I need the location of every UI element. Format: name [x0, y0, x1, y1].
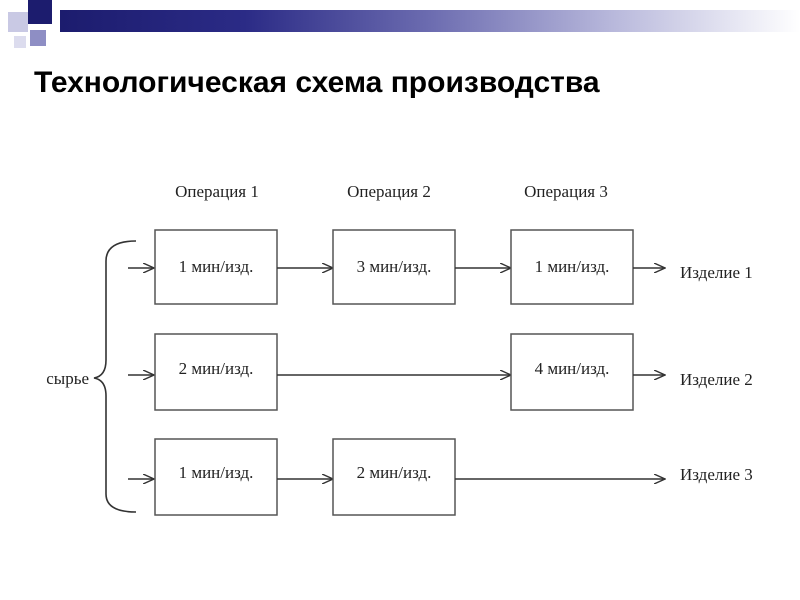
- raw-material-label: сырье: [46, 369, 89, 388]
- slide-title: Технологическая схема производства: [34, 66, 600, 99]
- header-square-light: [8, 12, 28, 32]
- raw-material-brace: [93, 240, 137, 513]
- product-label-row-1: Изделие 1: [680, 263, 753, 282]
- product-label-row-3: Изделие 3: [680, 465, 753, 484]
- op1-box-row-3: [154, 438, 278, 516]
- op3-time-row-1: 1 мин/изд.: [535, 257, 610, 276]
- op1-time-row-1: 1 мин/изд.: [179, 257, 254, 276]
- op1-box-row-1: [154, 229, 278, 305]
- operation-header-2: Операция 2: [347, 182, 431, 201]
- op1-time-row-2: 2 мин/изд.: [179, 359, 254, 378]
- op3-time-row-2: 4 мин/изд.: [535, 359, 610, 378]
- product-label-row-2: Изделие 2: [680, 370, 753, 389]
- operation-header-1: Операция 1: [175, 182, 259, 201]
- op1-box-row-2: [154, 333, 278, 411]
- op2-time-row-3: 2 мин/изд.: [357, 463, 432, 482]
- header-square-dark: [28, 0, 52, 24]
- header-square-pale: [14, 36, 26, 48]
- op3-box-row-1: [510, 229, 634, 305]
- header-gradient-bar: [60, 10, 800, 32]
- op3-box-row-2: [510, 333, 634, 411]
- op2-time-row-1: 3 мин/изд.: [357, 257, 432, 276]
- operation-header-3: Операция 3: [524, 182, 608, 201]
- op1-time-row-3: 1 мин/изд.: [179, 463, 254, 482]
- header-square-mid: [30, 30, 46, 46]
- op2-box-row-3: [332, 438, 456, 516]
- op2-box-row-1: [332, 229, 456, 305]
